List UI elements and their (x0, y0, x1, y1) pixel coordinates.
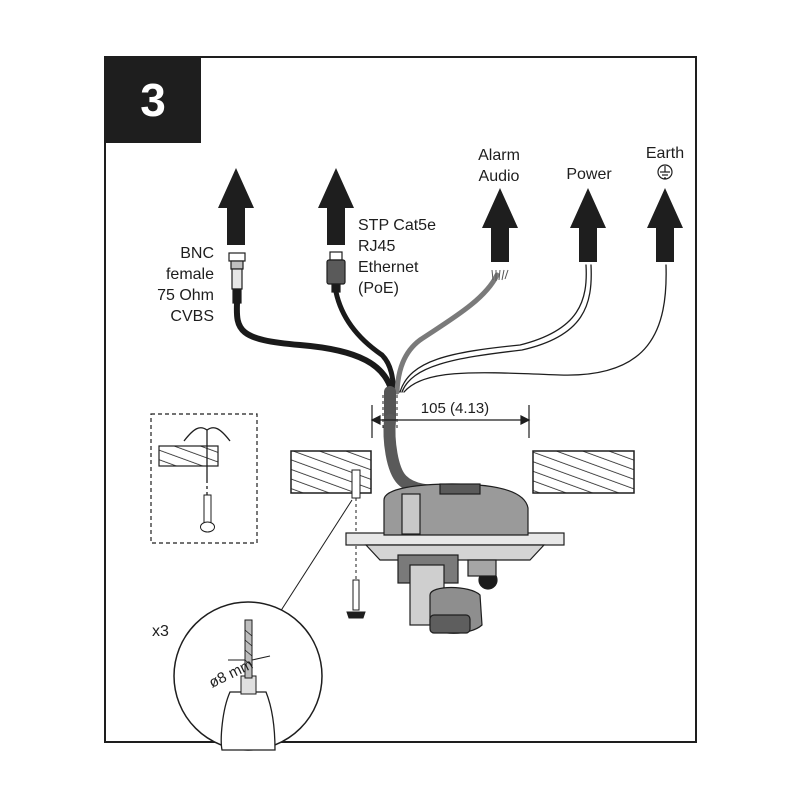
svg-text:STP Cat5e: STP Cat5e (358, 217, 436, 234)
diagram-frame (104, 56, 697, 743)
earth-label: Earth (646, 145, 684, 162)
dimension-value: 105 (4.13) (421, 400, 489, 417)
anchor-icon (183, 427, 231, 495)
up-arrow-icon (318, 168, 354, 245)
svg-text:female: female (166, 266, 214, 283)
rj45-connector-icon (326, 251, 346, 293)
anchor-icon (351, 469, 361, 499)
drill-count: x3 (152, 623, 169, 640)
svg-text:Audio: Audio (479, 168, 520, 185)
alarm-audio-label: Alarm Audio (478, 147, 520, 185)
ceiling-panel-right (532, 450, 635, 494)
svg-text:Ethernet: Ethernet (358, 259, 419, 276)
dimension-line (370, 405, 531, 438)
svg-text:RJ45: RJ45 (358, 238, 395, 255)
svg-text:BNC: BNC (180, 245, 214, 262)
earth-ground-icon (657, 164, 673, 180)
bnc-label: BNC female 75 Ohm CVBS (157, 245, 214, 325)
drill-icon (173, 601, 323, 751)
power-label: Power (566, 166, 612, 183)
svg-text:75 Ohm: 75 Ohm (157, 287, 214, 304)
screw-icon (346, 579, 366, 619)
up-arrow-icon (570, 188, 606, 262)
stp-label: STP Cat5e RJ45 Ethernet (PoE) (358, 217, 436, 297)
camera (345, 483, 565, 634)
svg-text:CVBS: CVBS (170, 308, 214, 325)
up-arrow-icon (218, 168, 254, 245)
up-arrow-icon (482, 188, 518, 262)
screw-icon (200, 494, 215, 533)
anchor-detail-inset (150, 413, 258, 544)
up-arrow-icon (647, 188, 683, 262)
bnc-connector-icon (228, 252, 246, 304)
step-number: 3 (140, 74, 166, 126)
svg-text:(PoE): (PoE) (358, 280, 399, 297)
alarm-wire-ends (491, 269, 509, 281)
step-badge (105, 57, 201, 143)
inset-panel (158, 445, 219, 467)
svg-text:Alarm: Alarm (478, 147, 520, 164)
cable-bundle (233, 264, 667, 497)
